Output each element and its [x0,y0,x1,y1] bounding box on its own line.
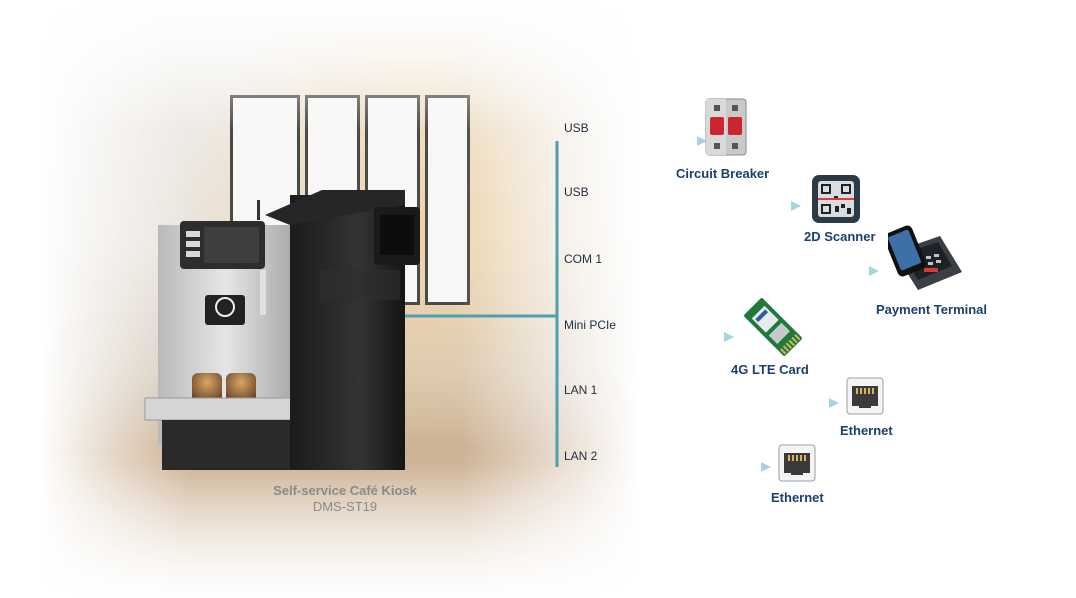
device-label-ethernet-1: Ethernet [840,423,893,438]
device-label-ethernet-2: Ethernet [771,490,824,505]
device-label-2d-scanner: 2D Scanner [804,229,876,244]
port-label-lan2: LAN 2 [564,449,598,463]
device-label-circuit-breaker: Circuit Breaker [676,166,770,181]
port-label-com1: COM 1 [564,252,603,266]
device-label-payment-terminal: Payment Terminal [876,302,988,317]
device-label-4g-lte-card: 4G LTE Card [731,362,809,377]
kiosk-model: DMS-ST19 [312,499,378,514]
port-label-mini-pcie: Mini PCIe [564,318,617,332]
coffee-machine-kiosk-image [144,190,420,470]
port-label-usb-1: USB [564,121,589,135]
qr-scanner-icon [812,175,860,223]
kiosk-title: Self-service Café Kiosk [273,483,417,498]
payment-terminal-icon [888,225,962,290]
ethernet-port-icon [846,377,884,415]
port-label-lan1: LAN 1 [564,383,598,397]
kiosk-caption: Self-service Café Kiosk DMS-ST19 [220,483,470,515]
port-label-usb-2: USB [564,185,589,199]
circuit-breaker-icon [705,98,747,156]
ethernet-port-icon [778,444,816,482]
lte-card-icon [744,298,802,356]
